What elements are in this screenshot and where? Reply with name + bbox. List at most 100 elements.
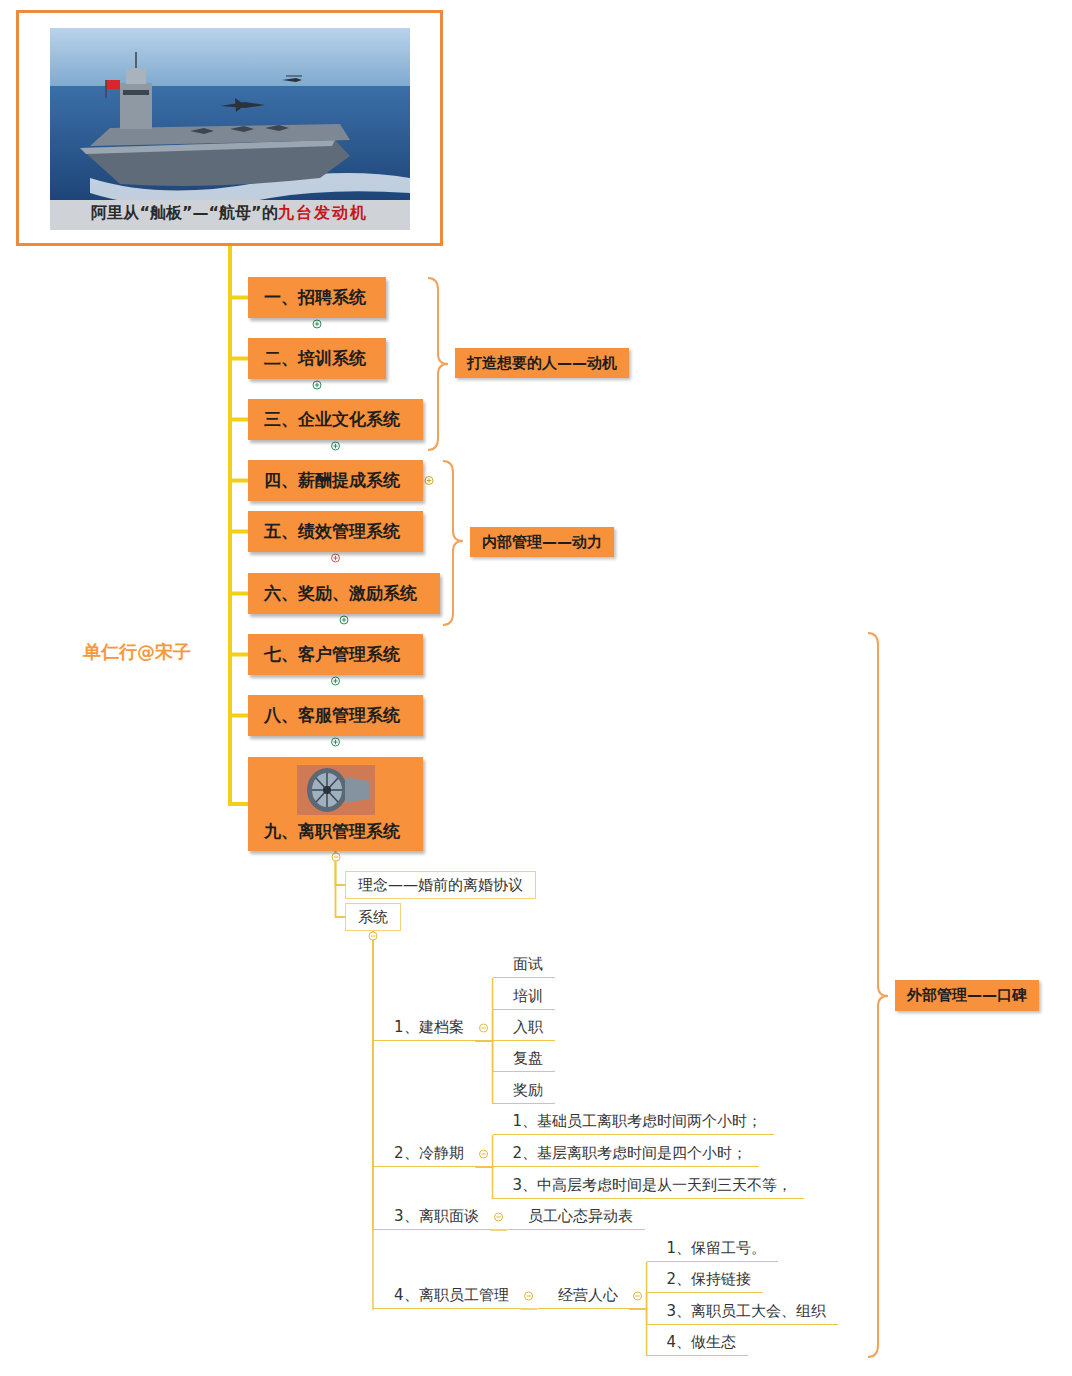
node-text: 1、基础员工离职考虑时间两个小时； [513,1111,763,1131]
curly-brace [443,461,463,625]
system-box: 一、招聘系统 [248,277,386,318]
leaf-topic: 面试 [493,954,555,978]
leaf-topic: 培训 [493,986,555,1010]
node-text: 理念——婚前的离婚协议 [358,876,523,895]
branch-topic: 4、离职员工管理 [374,1285,521,1309]
node-text: 三、企业文化系统 [264,408,400,431]
curly-brace [868,633,888,1357]
leaf-topic: 员工心态异动表 [508,1206,645,1230]
node-text: 1、保留工号。 [667,1238,767,1258]
node-text: 2、冷静期 [394,1143,464,1163]
system-box: 三、企业文化系统 [248,399,423,440]
branch-line [230,246,248,594]
branch-line [230,246,248,298]
node-text: 复盘 [513,1048,543,1068]
branch-line [230,246,248,359]
node-text: 五、绩效管理系统 [264,520,400,543]
engine-icon [297,765,375,815]
leaf-topic: 2、保持链接 [647,1269,764,1293]
node-text: 四、薪酬提成系统 [264,469,400,492]
branch-line [230,246,248,481]
system-box: 七、客户管理系统 [248,634,423,675]
expand-marker [332,554,340,562]
branch-line [476,1135,493,1167]
branch-line [230,246,248,804]
leaf-topic: 4、做生态 [647,1332,749,1356]
branch-line [230,246,248,532]
collapse-marker [332,853,340,861]
system-box: 八、客服管理系统 [248,695,423,736]
expand-marker [340,616,348,624]
leaf-topic: 3、中高层考虑时间是从一天到三天不等， [493,1175,805,1199]
group-label: 打造想要的人——动机 [455,348,629,378]
collapse-marker [495,1213,503,1221]
branch-topic: 经营人心 [538,1285,630,1309]
node-text: 一、招聘系统 [264,286,366,309]
node-text: 1、建档案 [394,1017,464,1037]
branch-line [491,1229,508,1231]
caption-text: 阿里从“舢板”—“航母”的 [91,203,277,222]
branch-topic: 1、建档案 [374,1017,476,1041]
branch-line [476,978,493,1041]
branch-line [476,1167,493,1199]
node-text: 奖励 [513,1080,543,1100]
branch-line [230,246,248,420]
node-text: 面试 [513,954,543,974]
node-text: 3、离职员工大会、组织 [667,1301,827,1321]
node-text: 九、离职管理系统 [264,820,400,843]
node-text: 2、基层离职考虑时间是四个小时； [513,1143,748,1163]
watermark: 单仁行@宋子 [83,640,191,664]
topic-box: 理念——婚前的离婚协议 [345,871,536,899]
node-text: 3、离职面谈 [394,1206,479,1226]
group-label: 外部管理——口碑 [895,980,1039,1011]
node-text: 经营人心 [558,1285,618,1305]
branch-line [476,1041,493,1072]
expand-marker [332,442,340,450]
expand-marker [313,381,321,389]
leaf-topic: 入职 [493,1017,555,1041]
branch-line [476,1041,493,1104]
collapse-marker [369,932,377,940]
expand-marker [425,477,433,485]
group-label: 内部管理——动力 [470,527,614,557]
branch-line [630,1262,647,1309]
branch-line [230,246,248,655]
expand-marker [313,320,321,328]
node-text: 二、培训系统 [264,347,366,370]
node-text: 六、奖励、激励系统 [264,582,417,605]
leaf-topic: 1、基础员工离职考虑时间两个小时； [493,1111,775,1135]
branch-line [373,931,374,1309]
branch-line [230,246,248,716]
branch-line [476,1010,493,1041]
branch-line [630,1293,647,1309]
branch-line [630,1309,647,1325]
node-text: 3、中高层考虑时间是从一天到三天不等， [513,1175,793,1195]
caption-line: 阿里从“舢板”—“航母”的九台发动机 [91,202,367,224]
node-text: 打造想要的人——动机 [467,354,617,373]
expand-marker [332,738,340,746]
leaf-topic: 奖励 [493,1080,555,1104]
branch-line [630,1309,647,1356]
system-box: 六、奖励、激励系统 [248,573,440,614]
leaf-topic: 2、基层离职考虑时间是四个小时； [493,1143,760,1167]
collapse-marker [525,1292,533,1300]
node-text: 员工心态异动表 [528,1206,633,1226]
node-text: 4、做生态 [667,1332,737,1352]
system-box: 五、绩效管理系统 [248,511,423,552]
carrier-illustration [50,28,410,230]
node-text: 2、保持链接 [667,1269,752,1289]
leaf-topic: 复盘 [493,1048,555,1072]
expand-marker [332,677,340,685]
title-box: 阿里从“舢板”—“航母”的九台发动机 [16,10,443,246]
node-text: 4、离职员工管理 [394,1285,509,1305]
system-box: 二、培训系统 [248,338,386,379]
branch-topic: 3、离职面谈 [374,1206,491,1230]
topic-box: 系统 [345,903,401,931]
node-text: 七、客户管理系统 [264,643,400,666]
caption-highlight: 九台发动机 [278,203,368,222]
curly-brace [428,278,448,450]
collapse-marker [480,1024,488,1032]
system-box: 四、薪酬提成系统 [248,460,423,501]
leaf-topic: 3、离职员工大会、组织 [647,1301,839,1325]
